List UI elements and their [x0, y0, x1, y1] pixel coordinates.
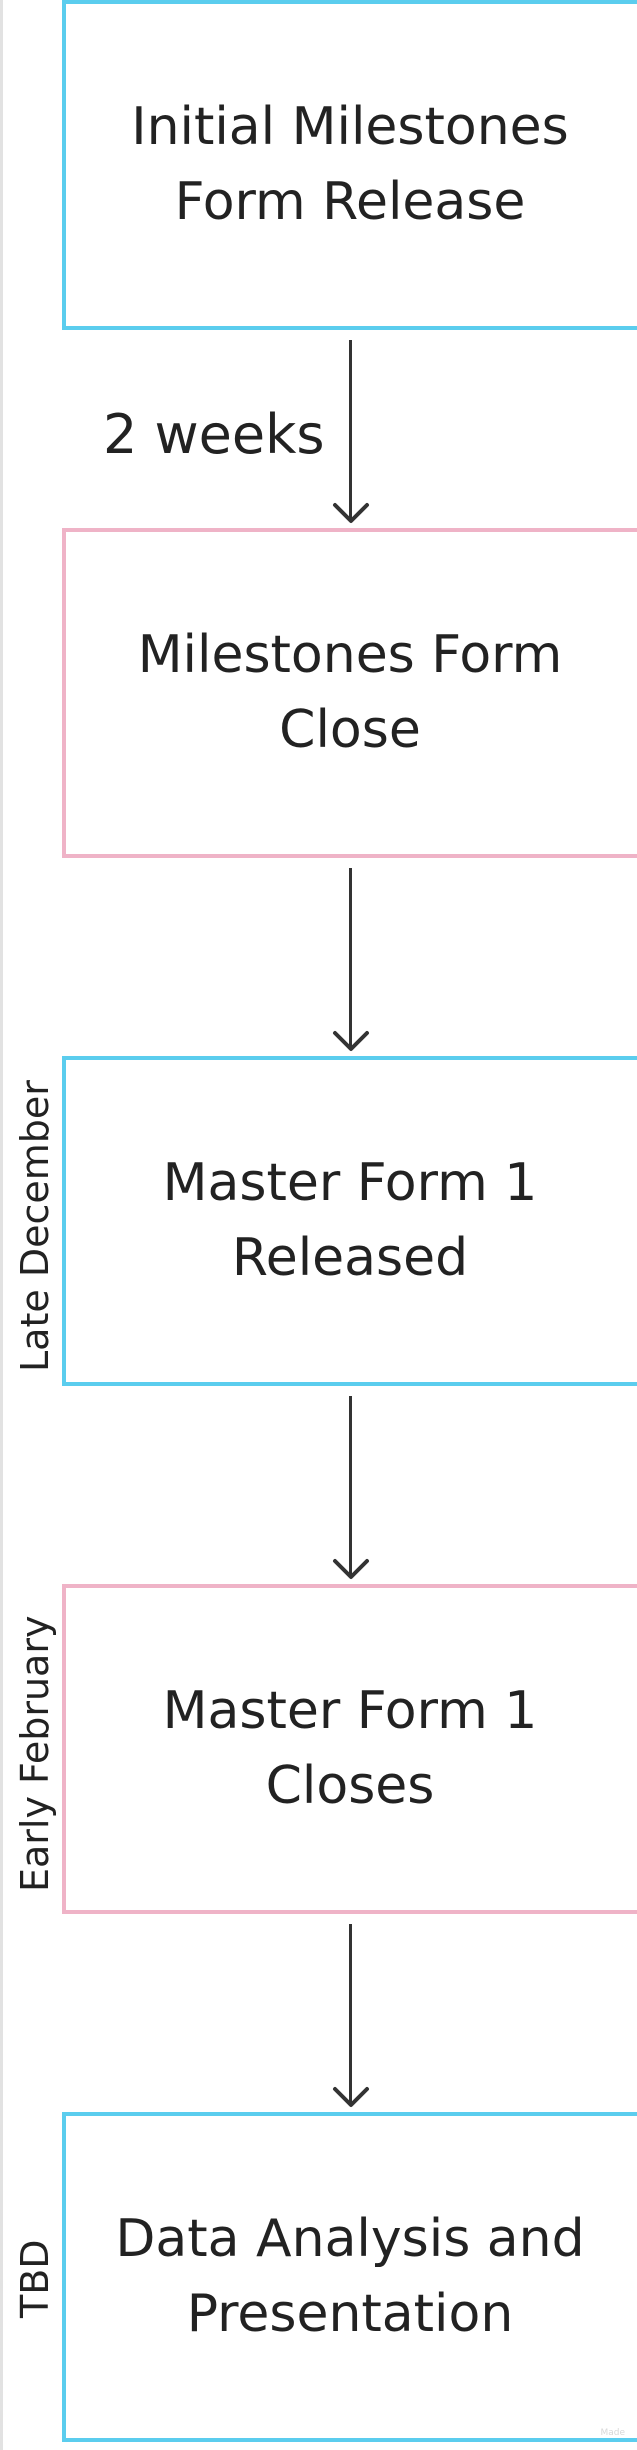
connector-label: 2 weeks — [103, 403, 325, 466]
connector-line-3 — [349, 1396, 352, 1576]
step-milestones-form-close: Milestones Form Close — [62, 528, 637, 858]
arrow-down-icon — [332, 1558, 370, 1580]
timing-label-early-february: Early February — [13, 1615, 57, 1892]
connector-line-2 — [349, 868, 352, 1048]
arrow-down-icon — [332, 502, 370, 524]
step-master-form-1-released: Master Form 1 Released — [62, 1056, 637, 1386]
step-label: Initial Milestones Form Release — [131, 97, 569, 232]
step-master-form-1-closes: Master Form 1 Closes — [62, 1584, 637, 1914]
step-label: Data Analysis and Presentation — [115, 2209, 585, 2344]
step-initial-milestones-form-release: Initial Milestones Form Release — [62, 0, 637, 330]
step-label: Master Form 1 Released — [162, 1153, 538, 1288]
arrow-down-icon — [332, 2086, 370, 2108]
left-divider — [0, 0, 3, 2450]
step-label: Master Form 1 Closes — [162, 1681, 538, 1816]
connector-line-4 — [349, 1924, 352, 2104]
timing-label-late-december: Late December — [13, 1080, 57, 1372]
watermark: Made — [600, 2428, 625, 2438]
step-data-analysis-and-presentation: Data Analysis and Presentation — [62, 2112, 637, 2442]
arrow-down-icon — [332, 1030, 370, 1052]
step-label: Milestones Form Close — [137, 625, 563, 760]
timing-label-tbd: TBD — [13, 2239, 57, 2318]
connector-line-1 — [349, 340, 352, 520]
